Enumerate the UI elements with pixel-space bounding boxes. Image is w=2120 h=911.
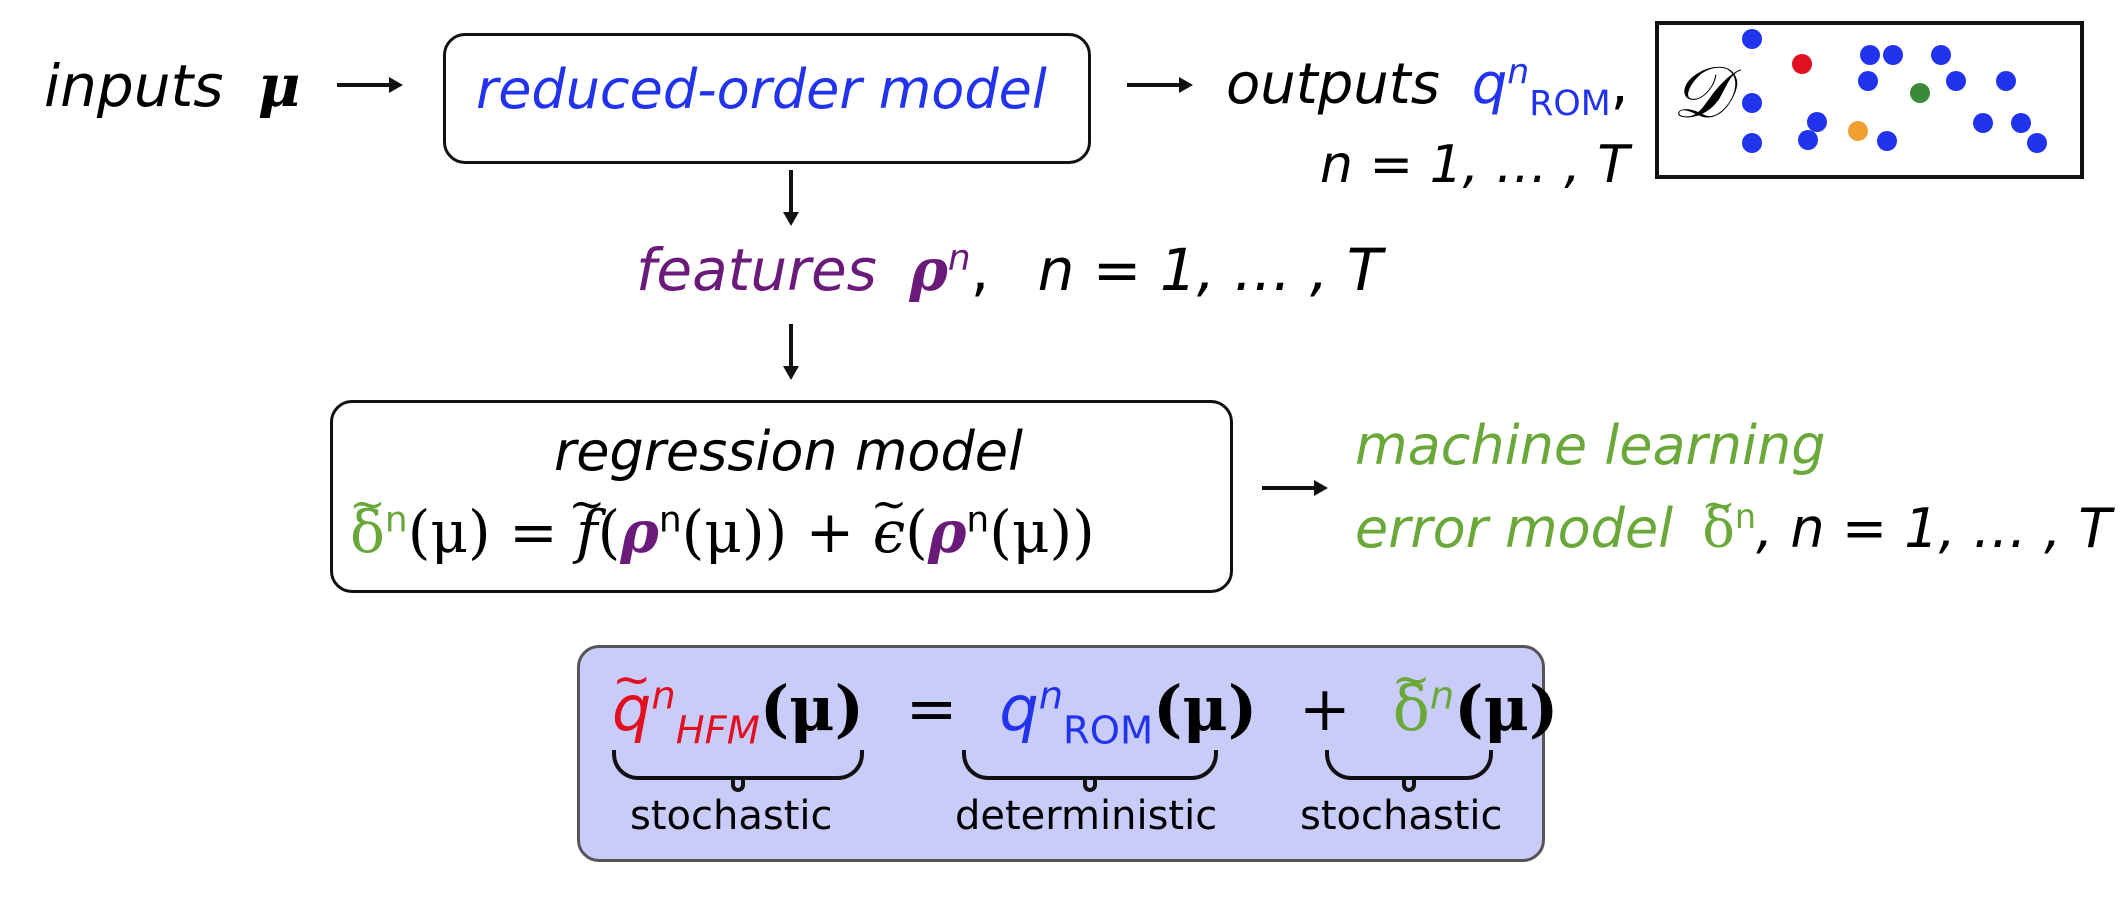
- rom-term: qnROM: [999, 672, 1154, 754]
- arrow-inputs-to-rom: [337, 77, 403, 93]
- inputs-mu-symbol: μ: [257, 52, 301, 120]
- dataset-dot: [1742, 133, 1762, 153]
- features-range: n = 1, … , T: [1037, 236, 1383, 304]
- brace-rom: [962, 750, 1218, 780]
- dataset-dot: [1858, 71, 1878, 91]
- equals-sign: =: [905, 672, 958, 745]
- arrow-features-to-regression: [783, 324, 799, 380]
- dataset-dot: [1883, 45, 1903, 65]
- dataset-dot: [1973, 113, 1993, 133]
- reduced-order-model-box: [443, 33, 1091, 164]
- dataset-dot: [1996, 71, 2016, 91]
- ml-error-model-line2: error model: [1355, 497, 1674, 560]
- decomposition-equation: qnHFM(μ) = qnROM(μ) + δn(μ): [612, 672, 1558, 754]
- dataset-dot: [1931, 45, 1951, 65]
- plus-sign: +: [1298, 672, 1351, 745]
- dataset-dot: [1860, 45, 1880, 65]
- arrow-regression-to-ml: [1262, 480, 1328, 496]
- inputs-label-group: inputs μ: [44, 52, 300, 120]
- dataset-dot: [1848, 121, 1868, 141]
- dataset-dots: [1742, 29, 2047, 153]
- label-stochastic-delta: stochastic: [1300, 793, 1503, 839]
- dataset-symbol: 𝒟: [1672, 50, 1730, 134]
- dataset-dot: [1877, 131, 1897, 151]
- arrow-rom-to-outputs: [1127, 77, 1193, 93]
- features-group: features ρn, n = 1, … , T: [636, 236, 1383, 304]
- inputs-label: inputs: [44, 52, 224, 120]
- arrow-rom-to-features: [783, 170, 799, 226]
- dataset-dot: [1946, 71, 1966, 91]
- delta-term: δn: [1393, 672, 1455, 745]
- dataset-dot: [2027, 133, 2047, 153]
- outputs-range: n = 1, … , T: [1320, 135, 1630, 195]
- dataset-dot: [1910, 83, 1930, 103]
- ml-range: , n = 1, … , T: [1756, 497, 2112, 560]
- brace-delta: [1325, 750, 1493, 780]
- ml-error-model-line2-group: error model δn, n = 1, … , T: [1355, 497, 2111, 560]
- dataset-dot: [1798, 130, 1818, 150]
- outputs-q-symbol: qnROM: [1471, 52, 1611, 125]
- label-stochastic-hfm: stochastic: [630, 793, 833, 839]
- regression-model-title: regression model: [554, 420, 1023, 483]
- regression-model-box: [330, 400, 1233, 593]
- dataset-dot: [2011, 113, 2031, 133]
- dataset-dot: [1807, 112, 1827, 132]
- features-label: features: [636, 236, 877, 304]
- outputs-label-group: outputs qnROM,: [1226, 52, 1629, 125]
- dataset-dot: [1792, 54, 1812, 74]
- label-deterministic: deterministic: [955, 793, 1218, 839]
- brace-hfm: [612, 750, 864, 780]
- hfm-term: qnHFM: [612, 672, 760, 750]
- dataset-box: [1655, 21, 2084, 179]
- outputs-label: outputs: [1226, 52, 1440, 117]
- regression-equation: δn(μ) = f(ρn(μ)) + ϵ(ρn(μ)): [350, 498, 1095, 566]
- ml-delta-symbol: δn: [1702, 497, 1756, 560]
- ml-error-model-line1: machine learning: [1355, 414, 1826, 477]
- dataset-dot: [1742, 29, 1762, 49]
- reduced-order-model-label: reduced-order model: [476, 58, 1047, 121]
- dataset-dot: [1742, 93, 1762, 113]
- features-rho-symbol: ρn: [909, 236, 971, 304]
